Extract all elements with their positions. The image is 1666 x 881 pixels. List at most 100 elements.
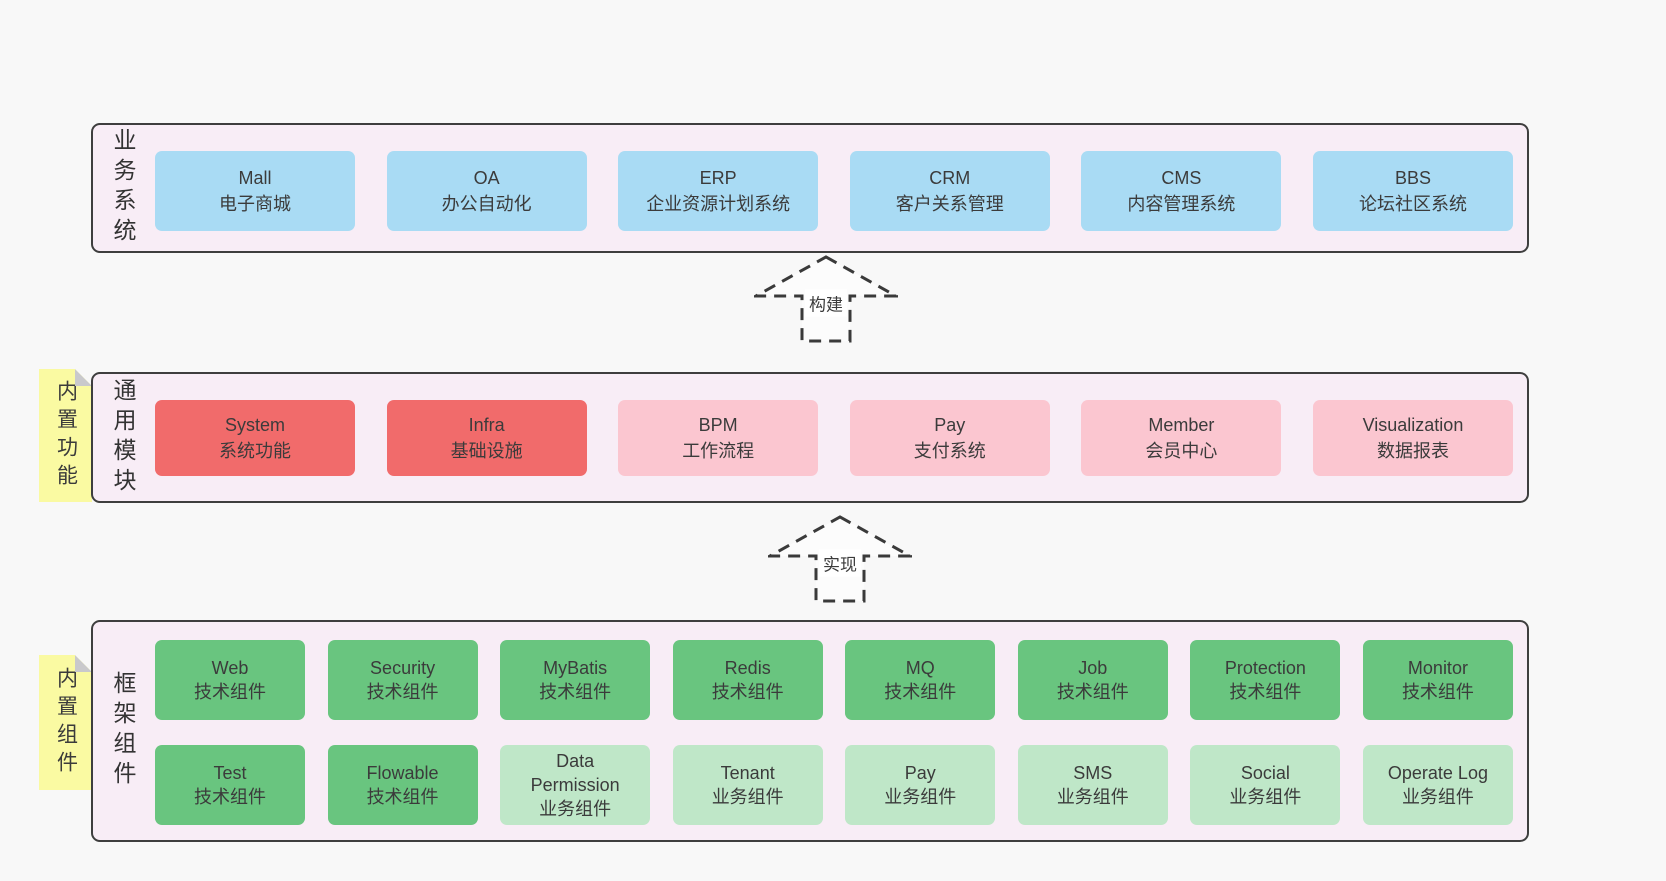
box-title: Web xyxy=(211,658,249,678)
box-redis: Redis 技术组件 xyxy=(672,640,823,720)
common-modules-row: System 系统功能 Infra 基础设施 BPM 工作流程 Pay 支付系统… xyxy=(155,400,1513,476)
build-arrow-label: 构建 xyxy=(805,289,847,317)
box-title: Pay xyxy=(904,763,936,783)
common-modules-side-label: 通用模块 xyxy=(110,377,136,498)
box-title: MQ xyxy=(905,658,935,678)
box-subtitle: 业务组件 xyxy=(1229,787,1302,807)
box-subtitle: 业务组件 xyxy=(1056,787,1129,807)
box-infra: Infra 基础设施 xyxy=(386,400,587,476)
box-title: MyBatis xyxy=(543,658,608,678)
business-systems-row: Mall 电子商城 OA 办公自动化 ERP 企业资源计划系统 CRM 客户关系… xyxy=(155,151,1513,231)
box-subtitle: 技术组件 xyxy=(194,787,266,807)
box-title: Mall xyxy=(238,168,272,188)
box-crm: CRM 客户关系管理 xyxy=(849,151,1050,231)
box-subtitle: 技术组件 xyxy=(711,682,784,702)
box-subtitle: 技术组件 xyxy=(1056,682,1129,702)
framework-components-panel: 框架组件 Web 技术组件 Security 技术组件 MyBatis 技术组件… xyxy=(91,620,1529,842)
box-subtitle: 技术组件 xyxy=(366,787,439,807)
box-title: BPM xyxy=(698,415,738,435)
box-pay-component: Pay 业务组件 xyxy=(845,745,996,825)
box-bpm: BPM 工作流程 xyxy=(618,400,819,476)
box-title: Monitor xyxy=(1407,658,1468,678)
box-test: Test 技术组件 xyxy=(155,745,305,825)
box-subtitle: 支付系统 xyxy=(913,441,986,461)
box-title: CRM xyxy=(929,168,971,188)
box-monitor: Monitor 技术组件 xyxy=(1362,640,1513,720)
box-mall: Mall 电子商城 xyxy=(155,151,355,231)
box-web: Web 技术组件 xyxy=(155,640,305,720)
builtin-components-note: 内置组件 xyxy=(39,655,92,790)
box-title: SMS xyxy=(1073,763,1113,783)
box-bbs: BBS 论坛社区系统 xyxy=(1312,151,1513,231)
box-title: Operate Log xyxy=(1387,763,1488,783)
business-systems-side-label: 业务系统 xyxy=(110,128,136,248)
box-subtitle: 业务组件 xyxy=(884,787,957,807)
box-subtitle: 企业资源计划系统 xyxy=(646,194,791,214)
box-subtitle: 技术组件 xyxy=(884,682,957,702)
box-cms: CMS 内容管理系统 xyxy=(1081,151,1282,231)
box-system: System 系统功能 xyxy=(155,400,355,476)
builtin-features-note-label: 内置功能 xyxy=(54,379,78,492)
box-title: Data Permission xyxy=(530,751,620,795)
note-fold-corner xyxy=(75,369,92,386)
box-title: System xyxy=(224,415,285,435)
box-subtitle: 电子商城 xyxy=(219,194,291,214)
box-subtitle: 业务组件 xyxy=(539,799,612,819)
box-title: Tenant xyxy=(720,763,775,783)
box-protection: Protection 技术组件 xyxy=(1190,640,1341,720)
box-subtitle: 业务组件 xyxy=(1401,787,1474,807)
box-pay-system: Pay 支付系统 xyxy=(849,400,1050,476)
builtin-features-note: 内置功能 xyxy=(39,369,92,502)
box-subtitle: 数据报表 xyxy=(1376,441,1449,461)
box-subtitle: 会员中心 xyxy=(1145,441,1218,461)
box-subtitle: 论坛社区系统 xyxy=(1358,194,1467,214)
box-mq: MQ 技术组件 xyxy=(845,640,996,720)
box-visualization: Visualization 数据报表 xyxy=(1312,400,1513,476)
box-sms: SMS 业务组件 xyxy=(1017,745,1168,825)
box-subtitle: 业务组件 xyxy=(711,787,784,807)
box-title: Protection xyxy=(1224,658,1306,678)
box-subtitle: 客户关系管理 xyxy=(895,194,1004,214)
common-modules-panel: 通用模块 System 系统功能 Infra 基础设施 BPM 工作流程 Pay… xyxy=(91,372,1529,503)
box-title: Job xyxy=(1078,658,1108,678)
box-operate-log: Operate Log 业务组件 xyxy=(1362,745,1513,825)
framework-components-row-1: Web 技术组件 Security 技术组件 MyBatis 技术组件 Redi… xyxy=(155,640,1513,720)
implement-arrow-label: 实现 xyxy=(819,549,861,577)
build-arrow: 构建 xyxy=(754,255,898,343)
box-job: Job 技术组件 xyxy=(1017,640,1168,720)
box-flowable: Flowable 技术组件 xyxy=(327,745,478,825)
box-title: BBS xyxy=(1394,168,1431,188)
box-member: Member 会员中心 xyxy=(1081,400,1282,476)
box-subtitle: 工作流程 xyxy=(682,441,755,461)
box-security: Security 技术组件 xyxy=(327,640,478,720)
box-social: Social 业务组件 xyxy=(1190,745,1341,825)
box-title: Flowable xyxy=(366,763,439,783)
box-data-permission: Data Permission 业务组件 xyxy=(500,745,651,825)
box-title: OA xyxy=(473,168,500,188)
business-systems-panel: 业务系统 Mall 电子商城 OA 办公自动化 ERP 企业资源计划系统 CRM… xyxy=(91,123,1529,253)
box-title: Social xyxy=(1240,763,1290,783)
builtin-components-note-label: 内置组件 xyxy=(54,666,78,779)
box-subtitle: 技术组件 xyxy=(194,682,266,702)
box-title: Test xyxy=(213,763,247,783)
framework-components-side-label: 框架组件 xyxy=(110,671,136,791)
box-title: Infra xyxy=(468,415,505,435)
note-fold-corner xyxy=(75,655,92,672)
box-title: Member xyxy=(1148,415,1215,435)
box-title: Security xyxy=(370,658,436,678)
framework-components-row-2: Test 技术组件 Flowable 技术组件 Data Permission … xyxy=(155,745,1513,825)
box-tenant: Tenant 业务组件 xyxy=(672,745,823,825)
box-subtitle: 技术组件 xyxy=(539,682,612,702)
box-subtitle: 办公自动化 xyxy=(441,194,532,214)
box-oa: OA 办公自动化 xyxy=(386,151,587,231)
box-subtitle: 系统功能 xyxy=(219,441,291,461)
implement-arrow: 实现 xyxy=(768,515,912,603)
box-subtitle: 技术组件 xyxy=(366,682,439,702)
box-title: Redis xyxy=(724,658,771,678)
box-subtitle: 内容管理系统 xyxy=(1127,194,1236,214)
box-subtitle: 基础设施 xyxy=(450,441,523,461)
box-title: Pay xyxy=(934,415,966,435)
box-subtitle: 技术组件 xyxy=(1229,682,1302,702)
box-mybatis: MyBatis 技术组件 xyxy=(500,640,651,720)
